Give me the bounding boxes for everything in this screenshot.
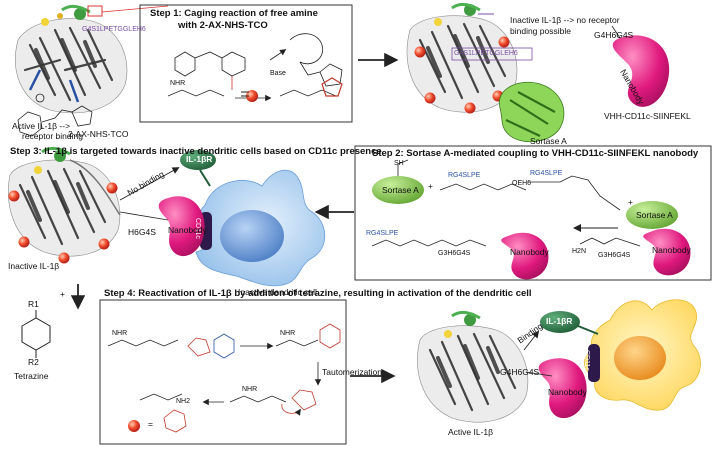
base-label: Base xyxy=(270,70,286,77)
tag-box xyxy=(451,47,533,61)
vhh-label: VHH-CD11c-SIINFEKL xyxy=(604,111,691,121)
g3h6g4s-label2: G3H6G4S xyxy=(598,252,631,259)
sortase-label-top: Sortase A xyxy=(530,136,567,146)
linker-label-step3: H6G4S xyxy=(128,227,156,237)
plus-step2-2: + xyxy=(628,197,633,207)
tetrazine-r1: R1 xyxy=(28,299,39,309)
step1-subtitle: with 2-AX-NHS-TCO xyxy=(178,20,268,31)
reagent-label: 2-AX-NHS-TCO xyxy=(68,129,129,139)
sortase-a-label2: Sortase A xyxy=(636,210,673,220)
nanobody-step2-label-1: Nanobody xyxy=(510,247,549,257)
seq-label-3: RG4SLPE xyxy=(366,230,399,237)
cd11c-label-active: CD11c xyxy=(583,350,590,371)
step2-box xyxy=(354,145,712,281)
step4-title: Step 4: Reactivation of IL-1β by additio… xyxy=(104,288,532,299)
sh-label: SH xyxy=(394,160,404,167)
tautomerization-label: Tautomerization xyxy=(322,367,383,377)
nhr-label-step4-2: NHR xyxy=(280,330,296,337)
step2-title: Step 2: Sortase A-mediated coupling to V… xyxy=(372,148,699,159)
protein-il1b-active-bottom xyxy=(417,310,529,423)
nhr-label-step4-3: NHR xyxy=(242,386,258,393)
active-il1b-label2: receptor binding xyxy=(22,131,83,141)
receptor-label-step3: IL-1βR xyxy=(186,154,213,164)
inactive-il1b-label-mid: Inactive IL-1β xyxy=(8,261,60,271)
inactive-label: Inactive IL-1β --> no receptor xyxy=(510,15,620,25)
inactive-label2: binding possible xyxy=(510,26,571,36)
step1-box xyxy=(139,4,353,123)
cell-nucleus-orange xyxy=(614,336,666,380)
cell-nucleus-blue xyxy=(220,210,284,262)
seq-label-2: RG4SLPE xyxy=(530,170,563,177)
receptor-active xyxy=(540,311,580,333)
nanobody-step2-1 xyxy=(501,232,549,280)
step2-chemistry xyxy=(371,159,641,247)
plus-step2-1: + xyxy=(428,181,433,191)
nanobody-label-step3: Nanobody xyxy=(168,225,207,235)
receptor-step3 xyxy=(180,150,216,170)
g3h6g4s-label: G3H6G4S xyxy=(438,250,471,257)
step4-chemistry xyxy=(107,323,341,433)
equals-label: = xyxy=(148,419,153,429)
protein-il1b-inactive-top xyxy=(406,2,518,114)
tetrazine-plus: + xyxy=(60,289,65,299)
tetrazine-structure xyxy=(21,310,51,358)
sortase-a-protein xyxy=(498,81,565,143)
protein-il1b-active-top xyxy=(15,4,128,114)
tetrazine-label: Tetrazine xyxy=(14,371,49,381)
nh2-label: NH2 xyxy=(176,398,191,405)
h2n-label: H2N xyxy=(572,248,587,255)
reagent-structure xyxy=(17,93,93,137)
step1-chemistry xyxy=(167,33,343,102)
cd11c-active xyxy=(588,344,600,382)
step1-title: Step 1: Caging reaction of free amine xyxy=(150,8,318,19)
inactive-cell-label: Inactive dendritic cell xyxy=(238,287,317,297)
nanobody-step3 xyxy=(158,196,205,257)
nanobody-step2-2 xyxy=(643,228,691,276)
nanobody-step2-label-2: Nanobody xyxy=(652,245,691,255)
tag-label-result: G4S1LPETGGLEH6 xyxy=(454,50,518,57)
active-il1b-label: Active IL-1β --> xyxy=(12,121,71,131)
nanobody-active xyxy=(538,358,587,419)
protein-il1b-inactive-mid xyxy=(8,146,121,264)
linker-label-active: G4H6G4S xyxy=(500,367,540,377)
receptor-label-active: IL-1βR xyxy=(546,316,573,326)
nanobody-label-active: Nanobody xyxy=(548,387,587,397)
sortase-ellipse-2 xyxy=(626,201,678,229)
sortase-ellipse-1 xyxy=(372,176,424,204)
tag-label-step1: G4S1LPETGGLEH6 xyxy=(82,26,146,33)
tetrazine-r2: R2 xyxy=(28,357,39,367)
step3-title: Step 3: IL-1β is targeted towards inacti… xyxy=(10,146,382,157)
sortase-a-label: Sortase A xyxy=(382,185,419,195)
linker-label-top: G4H6G4S xyxy=(594,30,634,40)
nhr-label-step1: NHR xyxy=(170,80,186,87)
seq-label-1: RG4SLPE xyxy=(448,172,481,179)
oeh-label: OEH6 xyxy=(512,180,532,187)
nanobody-top-right xyxy=(612,35,670,107)
step4-box xyxy=(99,299,347,445)
active-il1b-label-bottom: Active IL-1β xyxy=(448,427,494,437)
nhr-label-step4-1: NHR xyxy=(112,330,128,337)
